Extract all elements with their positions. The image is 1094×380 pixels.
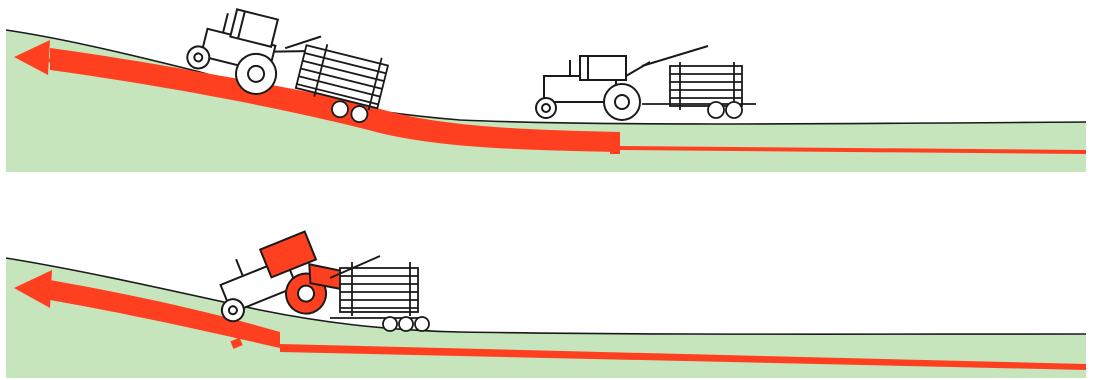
tractor-on-flat bbox=[536, 46, 756, 120]
timber-trailer-icon bbox=[642, 62, 756, 118]
timber-trailer-icon bbox=[330, 256, 429, 331]
panel-overturn-on-slope bbox=[6, 223, 1086, 378]
panel-safe-descent bbox=[6, 0, 1086, 172]
